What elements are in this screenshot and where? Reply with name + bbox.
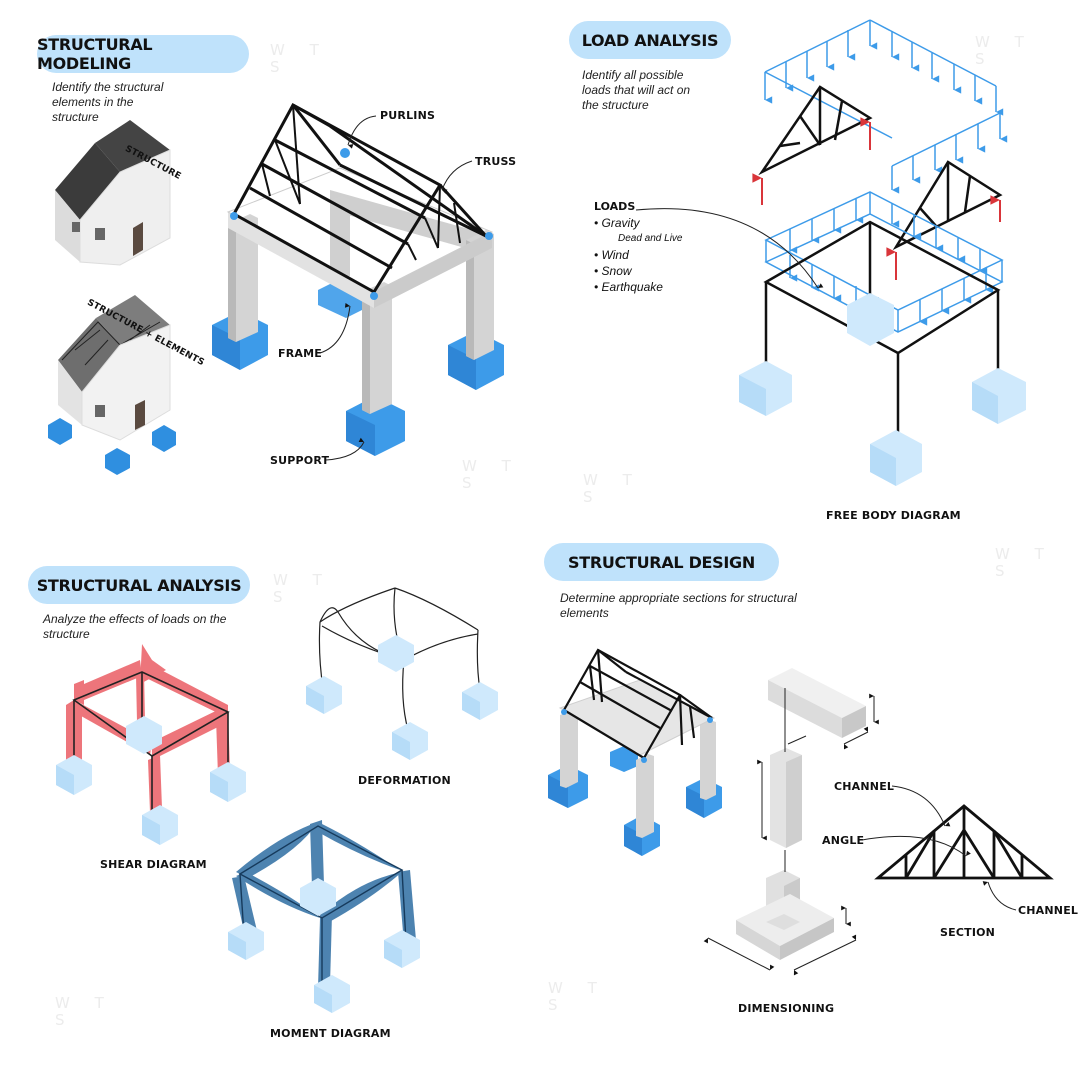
channel-bottom-label: CHANNEL xyxy=(1018,904,1079,917)
load-item-wind: • Wind xyxy=(594,248,629,262)
section-label: SECTION xyxy=(940,926,996,939)
structural-modeling-title: STRUCTURAL MODELING xyxy=(37,35,249,73)
watermark: W T S xyxy=(55,994,114,1029)
structural-design-title: STRUCTURAL DESIGN xyxy=(544,543,779,581)
shear-diagram xyxy=(56,644,246,845)
load-item-earthquake: • Earthquake xyxy=(594,280,663,294)
watermark: W T S xyxy=(975,33,1034,68)
load-analysis-title: LOAD ANALYSIS xyxy=(569,21,731,59)
moment-diagram-label: MOMENT DIAGRAM xyxy=(270,1027,391,1040)
structural-modeling-subtitle: Identify the structural elements in the … xyxy=(52,80,164,124)
deformation-label: DEFORMATION xyxy=(358,774,451,787)
purlins-label: PURLINS xyxy=(380,109,436,122)
truss-label: TRUSS xyxy=(475,155,517,168)
shear-diagram-label: SHEAR DIAGRAM xyxy=(100,858,207,871)
watermark: W T S xyxy=(583,471,642,506)
house-elements-icon xyxy=(48,295,176,475)
dimensioning-label: DIMENSIONING xyxy=(738,1002,835,1015)
loads-list: LOADS • Gravity Dead and Live • Wind • S… xyxy=(594,199,683,295)
structural-design-subtitle: Determine appropriate sections for struc… xyxy=(560,591,797,620)
dimensioning-diagram xyxy=(703,668,879,976)
frame-truss-model xyxy=(212,102,504,456)
load-item-snow: • Snow xyxy=(594,264,632,278)
moment-diagram xyxy=(228,820,420,1013)
house-structure-icon xyxy=(55,120,171,266)
load-analysis-subtitle: Identify all possible loads that will ac… xyxy=(582,68,691,112)
watermark: W T S xyxy=(548,979,607,1014)
frame-label: FRAME xyxy=(278,347,322,360)
watermark: W T S xyxy=(270,41,329,76)
structural-analysis-subtitle: Analyze the effects of loads on the stru… xyxy=(43,612,227,641)
deformation-diagram xyxy=(306,587,498,760)
free-body-diagram-caption: FREE BODY DIAGRAM xyxy=(826,509,961,522)
load-item-gravity: • Gravity xyxy=(594,216,640,230)
watermark: W T S xyxy=(462,457,521,492)
channel-top-label: CHANNEL xyxy=(834,780,895,793)
section-truss xyxy=(861,785,1054,911)
structural-analysis-title: STRUCTURAL ANALYSIS xyxy=(28,566,250,604)
support-label: SUPPORT xyxy=(270,454,330,467)
watermark: W T S xyxy=(273,571,332,606)
angle-label: ANGLE xyxy=(822,834,865,847)
watermark: W T S xyxy=(995,545,1054,580)
free-body-diagram xyxy=(739,19,1026,486)
load-item-dead-live: Dead and Live xyxy=(618,233,683,244)
design-frame-model xyxy=(548,648,722,856)
loads-heading: LOADS xyxy=(594,200,636,213)
